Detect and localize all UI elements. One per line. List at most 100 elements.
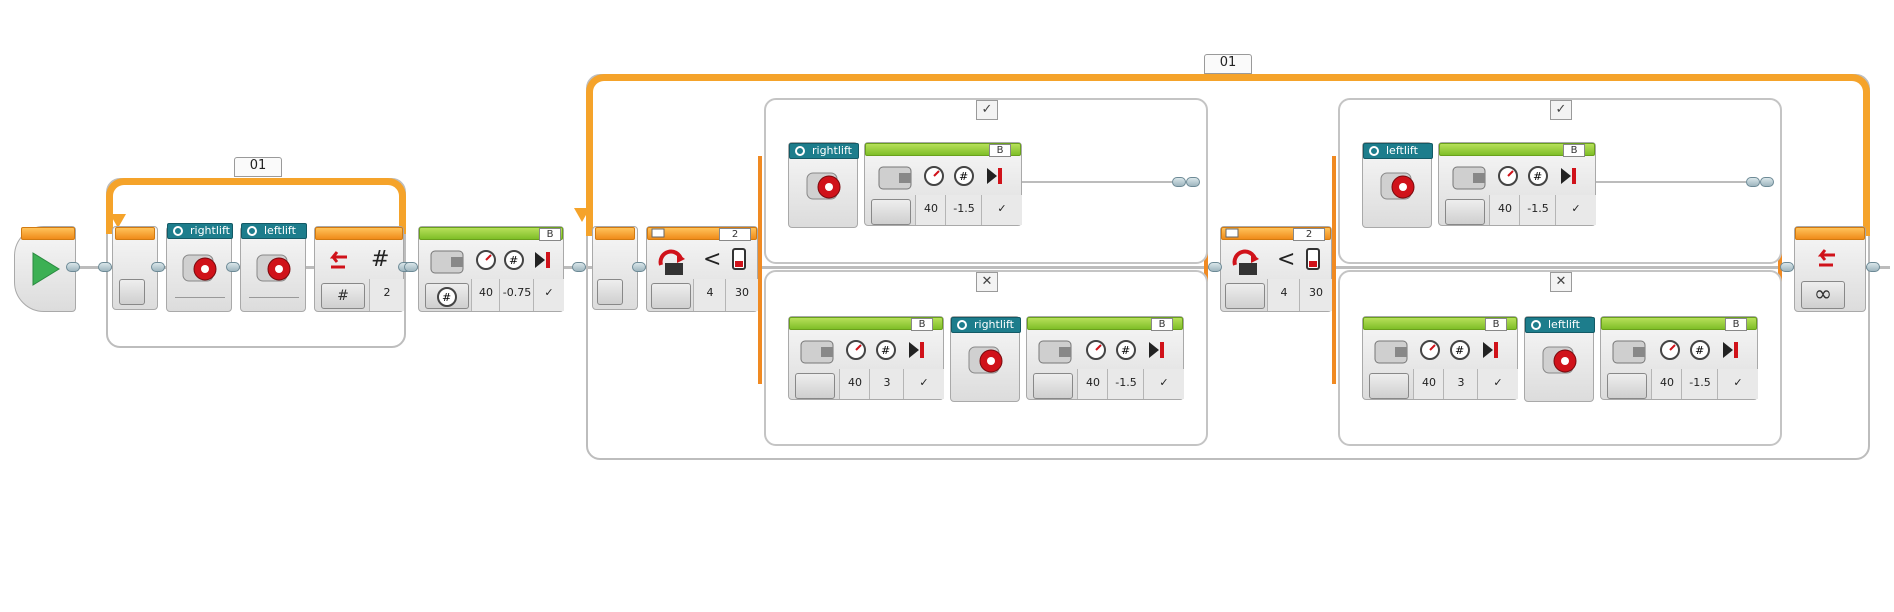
- loop1-connector-in[interactable]: [98, 262, 112, 272]
- phone-icon: [1306, 248, 1320, 270]
- switch1-threshold[interactable]: 30: [725, 279, 758, 311]
- case1-false-motor-a-mode[interactable]: [795, 373, 835, 399]
- case1-false-motor-b-brake[interactable]: ✓: [1143, 369, 1184, 399]
- case1-true-end-connector-2[interactable]: [1186, 177, 1200, 187]
- case1-false-motor-a-brake[interactable]: ✓: [903, 369, 944, 399]
- switch2-compare[interactable]: 4: [1267, 279, 1300, 311]
- case1-false-motor-b-port[interactable]: B: [1151, 318, 1173, 331]
- medium-motor-port[interactable]: B: [539, 228, 561, 241]
- case2-false-motor-a-power[interactable]: 40: [1413, 369, 1444, 399]
- case1-true-mode-button[interactable]: [871, 199, 911, 225]
- brake-check-icon: ✓: [1733, 376, 1743, 389]
- loop2-mode-button[interactable]: ∞: [1801, 281, 1845, 309]
- medium-motor-icon: [1374, 340, 1408, 364]
- case1-false-motor-a[interactable]: B # 40 3 ✓: [788, 316, 944, 400]
- switch2-connector[interactable]: [1208, 262, 1222, 272]
- case2-true-rotations[interactable]: -1.5: [1519, 195, 1556, 225]
- loop2-end-block[interactable]: ∞: [1794, 226, 1866, 312]
- rightlift-1-connector[interactable]: [151, 262, 165, 272]
- case2-false-motor-a-brake[interactable]: ✓: [1477, 369, 1518, 399]
- loop1-end-header: [315, 227, 403, 240]
- start-connector[interactable]: [66, 262, 80, 272]
- case2-true-medium-motor[interactable]: B # 40 -1.5 ✓: [1438, 142, 1596, 226]
- switch1-port[interactable]: 2: [719, 228, 751, 241]
- case1-false-motor-a-header: [789, 317, 943, 330]
- case1-false-motor-b-power[interactable]: 40: [1077, 369, 1108, 399]
- switch2-block[interactable]: 2 < 4 30: [1220, 226, 1332, 312]
- gear-icon: [173, 226, 183, 236]
- case2-false-motor-b-port[interactable]: B: [1725, 318, 1747, 331]
- switch1-connector[interactable]: [632, 262, 646, 272]
- case1-false-motor-b[interactable]: B # 40 -1.5 ✓: [1026, 316, 1184, 400]
- case2-false-motor-a-rot[interactable]: 3: [1443, 369, 1478, 399]
- switch2-mode-button[interactable]: [1225, 283, 1265, 309]
- medium-motor-connector[interactable]: [404, 262, 418, 272]
- case2-false-motor-b[interactable]: B # 40 -1.5 ✓: [1600, 316, 1758, 400]
- loop2-start-block[interactable]: [592, 226, 638, 310]
- loop1-end-block[interactable]: # # 2: [314, 226, 404, 312]
- case2-false-motor-a-port[interactable]: B: [1485, 318, 1507, 331]
- case1-false-motor-a-power[interactable]: 40: [839, 369, 870, 399]
- switch2-port[interactable]: 2: [1293, 228, 1325, 241]
- case1-false-motor-b-rot[interactable]: -1.5: [1107, 369, 1144, 399]
- case1-true-motor-port[interactable]: B: [989, 144, 1011, 157]
- switch1-false-tab[interactable]: ✕: [976, 272, 998, 292]
- case1-true-mymotor[interactable]: rightlift: [788, 142, 859, 228]
- case2-true-mymotor[interactable]: leftlift: [1362, 142, 1433, 228]
- loop1-mode-button[interactable]: #: [321, 283, 365, 309]
- brake-icon: [987, 168, 1002, 184]
- rightlift-block-1[interactable]: rightlift: [166, 223, 233, 312]
- case1-false-motor-b-mode[interactable]: [1033, 373, 1073, 399]
- case2-true-end-connector-2[interactable]: [1760, 177, 1774, 187]
- case1-true-rotations[interactable]: -1.5: [945, 195, 982, 225]
- case1-true-end-connector[interactable]: [1172, 177, 1186, 187]
- switch1-compare[interactable]: 4: [693, 279, 726, 311]
- switch2-false-tab[interactable]: ✕: [1550, 272, 1572, 292]
- brake-check-icon: ✓: [997, 202, 1007, 215]
- leftlift-block-1[interactable]: leftlift: [240, 223, 307, 312]
- case2-false-motor-b-power[interactable]: 40: [1651, 369, 1682, 399]
- case1-false-motor-a-rot[interactable]: 3: [869, 369, 904, 399]
- loop2-end-connector[interactable]: [1780, 262, 1794, 272]
- medium-motor-power[interactable]: 40: [471, 279, 500, 311]
- case2-true-power[interactable]: 40: [1489, 195, 1520, 225]
- medium-motor-brake[interactable]: ✓: [533, 279, 564, 311]
- loop2-label[interactable]: 01: [1204, 54, 1252, 74]
- case1-true-power[interactable]: 40: [915, 195, 946, 225]
- case2-false-motor-b-header: [1601, 317, 1757, 330]
- switch2-true-tab[interactable]: ✓: [1550, 100, 1572, 120]
- brake-check-icon: ✓: [1571, 202, 1581, 215]
- medium-motor-rotations[interactable]: -0.75: [499, 279, 534, 311]
- medium-motor-block[interactable]: B # # 40 -0.75 ✓: [418, 226, 564, 312]
- case2-false-motor-b-rot[interactable]: -1.5: [1681, 369, 1718, 399]
- case2-false-motor-a-mode[interactable]: [1369, 373, 1409, 399]
- case2-false-mymotor[interactable]: leftlift: [1524, 316, 1595, 402]
- case2-true-end-connector[interactable]: [1746, 177, 1760, 187]
- case1-true-brake[interactable]: ✓: [981, 195, 1022, 225]
- switch2-threshold[interactable]: 30: [1299, 279, 1332, 311]
- rotations-icon: #: [954, 166, 974, 186]
- loop1-label[interactable]: 01: [234, 157, 282, 177]
- case1-true-medium-motor[interactable]: B # 40 -1.5 ✓: [864, 142, 1022, 226]
- switch1-true-tab[interactable]: ✓: [976, 100, 998, 120]
- compare-less-than: <: [703, 247, 722, 272]
- case2-false-motor-a[interactable]: B # 40 3 ✓: [1362, 316, 1518, 400]
- case2-false-motor-b-mode[interactable]: [1607, 373, 1647, 399]
- case2-true-motor-port[interactable]: B: [1563, 144, 1585, 157]
- case2-true-brake[interactable]: ✓: [1555, 195, 1596, 225]
- case1-false-mymotor[interactable]: rightlift: [950, 316, 1021, 402]
- leftlift-1-connector[interactable]: [226, 262, 240, 272]
- svg-text:#: #: [1695, 344, 1704, 357]
- loop2-connector-in[interactable]: [572, 262, 586, 272]
- start-block[interactable]: [14, 226, 76, 312]
- case1-false-motor-a-port[interactable]: B: [911, 318, 933, 331]
- switch1-mode-button[interactable]: [651, 283, 691, 309]
- switch1-block[interactable]: 2 < 4 30: [646, 226, 758, 312]
- loop1-count-value[interactable]: 2: [369, 279, 404, 311]
- medium-motor-mode-button[interactable]: #: [425, 283, 469, 309]
- case1-false-motor-b-header: [1027, 317, 1183, 330]
- large-motor-icon: [256, 254, 291, 282]
- case2-false-motor-b-brake[interactable]: ✓: [1717, 369, 1758, 399]
- loop2-exit-connector[interactable]: [1866, 262, 1880, 272]
- case2-true-mode-button[interactable]: [1445, 199, 1485, 225]
